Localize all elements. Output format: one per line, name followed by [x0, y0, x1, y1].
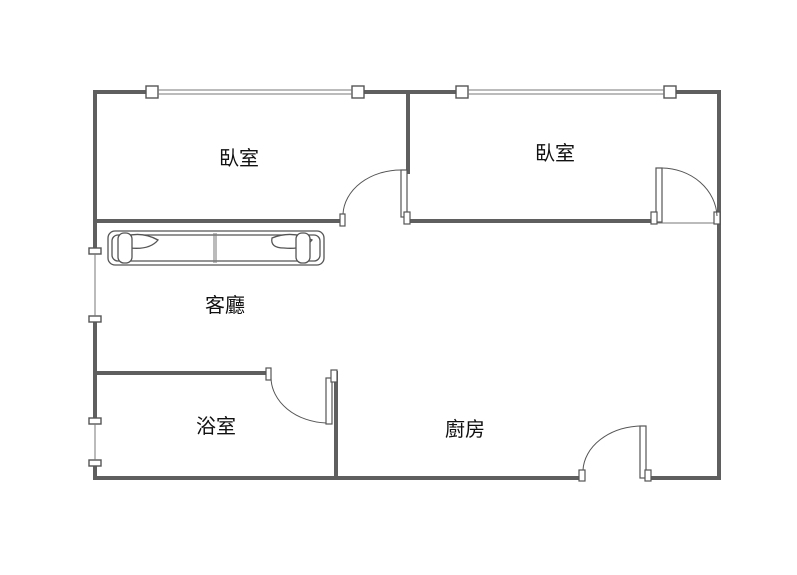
window-frame	[663, 85, 677, 99]
outer-walls	[93, 90, 721, 480]
room-label-bathroom: 浴室	[196, 414, 236, 438]
window-frame	[88, 417, 102, 425]
door-bedroom-left	[339, 169, 411, 227]
sofa	[107, 230, 325, 266]
window-frame	[88, 247, 102, 255]
window-frame	[351, 85, 365, 99]
door-kitchen	[578, 425, 652, 482]
room-label-bedroom-left: 臥室	[219, 146, 259, 170]
doors	[265, 167, 721, 482]
door-bedroom-right	[650, 167, 721, 225]
windows	[88, 85, 677, 467]
window-frame	[88, 315, 102, 323]
room-label-kitchen: 廚房	[445, 417, 485, 441]
window-frame	[145, 85, 159, 99]
room-label-bedroom-right: 臥室	[535, 141, 575, 165]
room-label-living-room: 客廳	[205, 293, 245, 317]
door-bathroom	[265, 367, 338, 425]
window-frame	[88, 459, 102, 467]
interior-walls	[93, 90, 719, 480]
room-labels: 臥室 臥室 客廳 浴室 廚房	[196, 141, 575, 441]
window-frame	[455, 85, 469, 99]
